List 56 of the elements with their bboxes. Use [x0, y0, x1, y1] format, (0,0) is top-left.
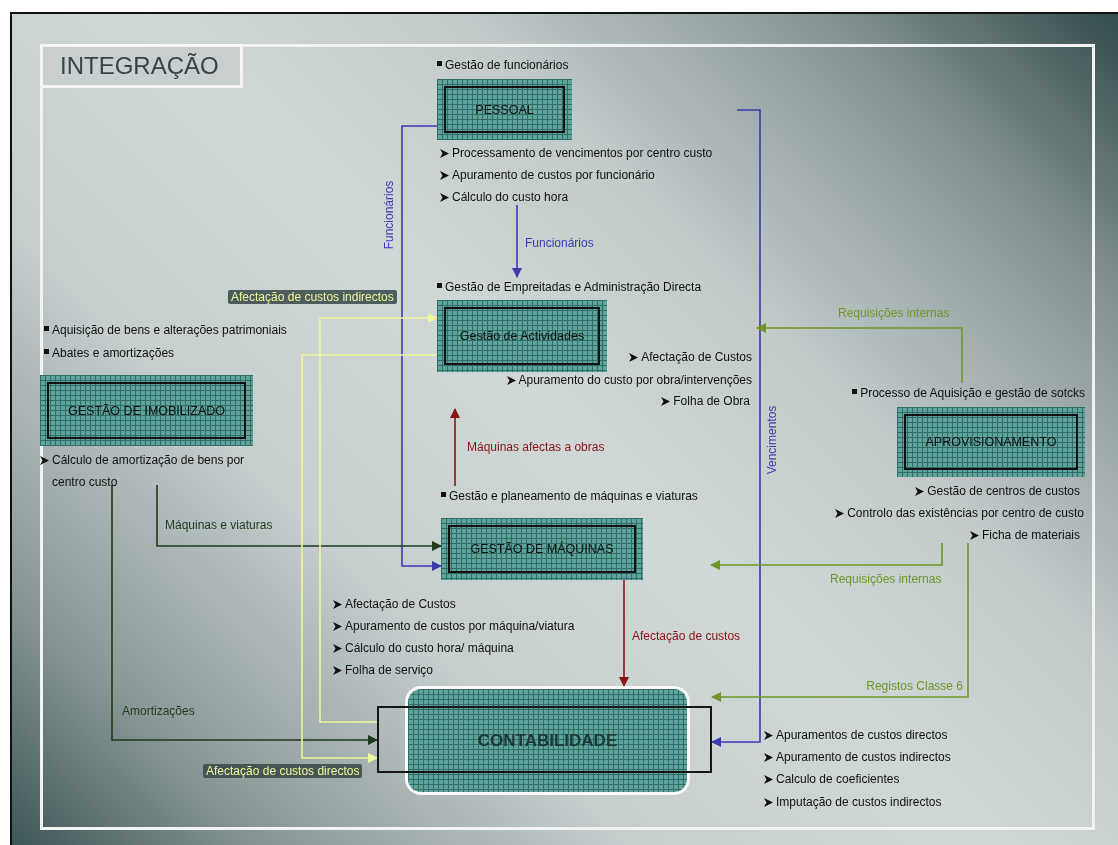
- bullet-text: Abates e amortizações: [52, 346, 175, 360]
- bullet-text: Apuramento do custo por obra/intervenções: [518, 373, 752, 387]
- box-label: CONTABILIDADE: [477, 730, 618, 751]
- bullet-text: Folha de serviço: [345, 663, 434, 677]
- title: INTEGRAÇÃO: [40, 44, 243, 88]
- process-box: APROVISIONAMENTO: [897, 407, 1085, 477]
- connector-arrow: [401, 125, 442, 571]
- bullet-text: Apuramentos de custos directos: [776, 728, 948, 742]
- connector-arrow: [301, 354, 438, 763]
- bullet-text: Gestão de funcionários: [445, 58, 569, 72]
- edge-label: Requisições internas: [830, 572, 942, 586]
- edge-label: Vencimentos: [765, 405, 779, 475]
- bullet-text: Gestão de centros de custos: [927, 484, 1080, 498]
- process-box: GESTÃO DE MÁQUINAS: [441, 518, 643, 580]
- bullet-text: Afectação de Custos: [345, 597, 456, 611]
- bullet-text: Apuramento de custos por máquina/viatura: [345, 619, 575, 633]
- connector-arrow: [450, 408, 460, 487]
- connector-arrow: [710, 542, 943, 570]
- edge-label: Registos Classe 6: [866, 679, 963, 693]
- bullet-text: Apuramento de custos por funcionário: [452, 168, 655, 182]
- bullet-text: Afectação de Custos: [641, 350, 752, 364]
- bullet-text: Folha de Obra: [673, 394, 750, 408]
- bullet-text: Apuramento de custos indirectos: [776, 750, 951, 764]
- edge-label: Amortizações: [122, 704, 195, 718]
- bullet-text: Gestão de Empreitadas e Administração Directa: [445, 280, 702, 294]
- bullet-text: Imputação de custos indirectos: [776, 795, 942, 809]
- process-box: PESSOAL: [437, 79, 572, 140]
- edge-label: Afectação de custos indirectos: [228, 290, 397, 304]
- edge-label: Máquinas e viaturas: [165, 518, 273, 532]
- process-box: Gestão de Actividades: [437, 300, 607, 372]
- process-box-drawing: [377, 686, 712, 795]
- connector-arrow: [156, 484, 442, 551]
- edge-label: Afectação de custos: [632, 629, 741, 643]
- connector-arrow: [711, 109, 761, 747]
- connector-arrow: [319, 313, 438, 723]
- edge-label: Afectação de custos directos: [203, 764, 363, 778]
- bullet-text: Calculo de coeficientes: [776, 772, 900, 786]
- bullet-text: Ficha de materiais: [981, 528, 1080, 542]
- connector-arrow: [619, 579, 629, 687]
- bullet-text: Aquisição de bens e alterações patrimoniais: [52, 323, 287, 337]
- bullet-text: Processo de Aquisição e gestão de sotcks: [860, 386, 1085, 400]
- bullet-text: Processamento de vencimentos por centro custo: [452, 146, 713, 160]
- bullet-text: Gestão e planeamento de máquinas e viaturas: [449, 489, 698, 503]
- edge-label: Funcionários: [382, 180, 396, 250]
- process-box: GESTÃO DE IMOBILIZADO: [40, 375, 253, 446]
- bullet-text: Cálculo do custo hora: [452, 190, 569, 204]
- connector-arrow: [111, 484, 378, 745]
- bullet-text: Cálculo de amortização de bens por centro custo: [52, 452, 246, 491]
- bullet-text: Cálculo do custo hora/ máquina: [345, 641, 514, 655]
- connector-arrow: [512, 204, 522, 278]
- edge-label: Máquinas afectas a obras: [467, 440, 605, 454]
- edge-label: Funcionários: [525, 236, 594, 250]
- connector-arrow: [756, 323, 963, 384]
- connector-arrow: [711, 542, 969, 702]
- bullet-text: Controlo das existências por centro de custo: [847, 506, 1084, 520]
- edge-label: Requisições internas: [838, 306, 950, 320]
